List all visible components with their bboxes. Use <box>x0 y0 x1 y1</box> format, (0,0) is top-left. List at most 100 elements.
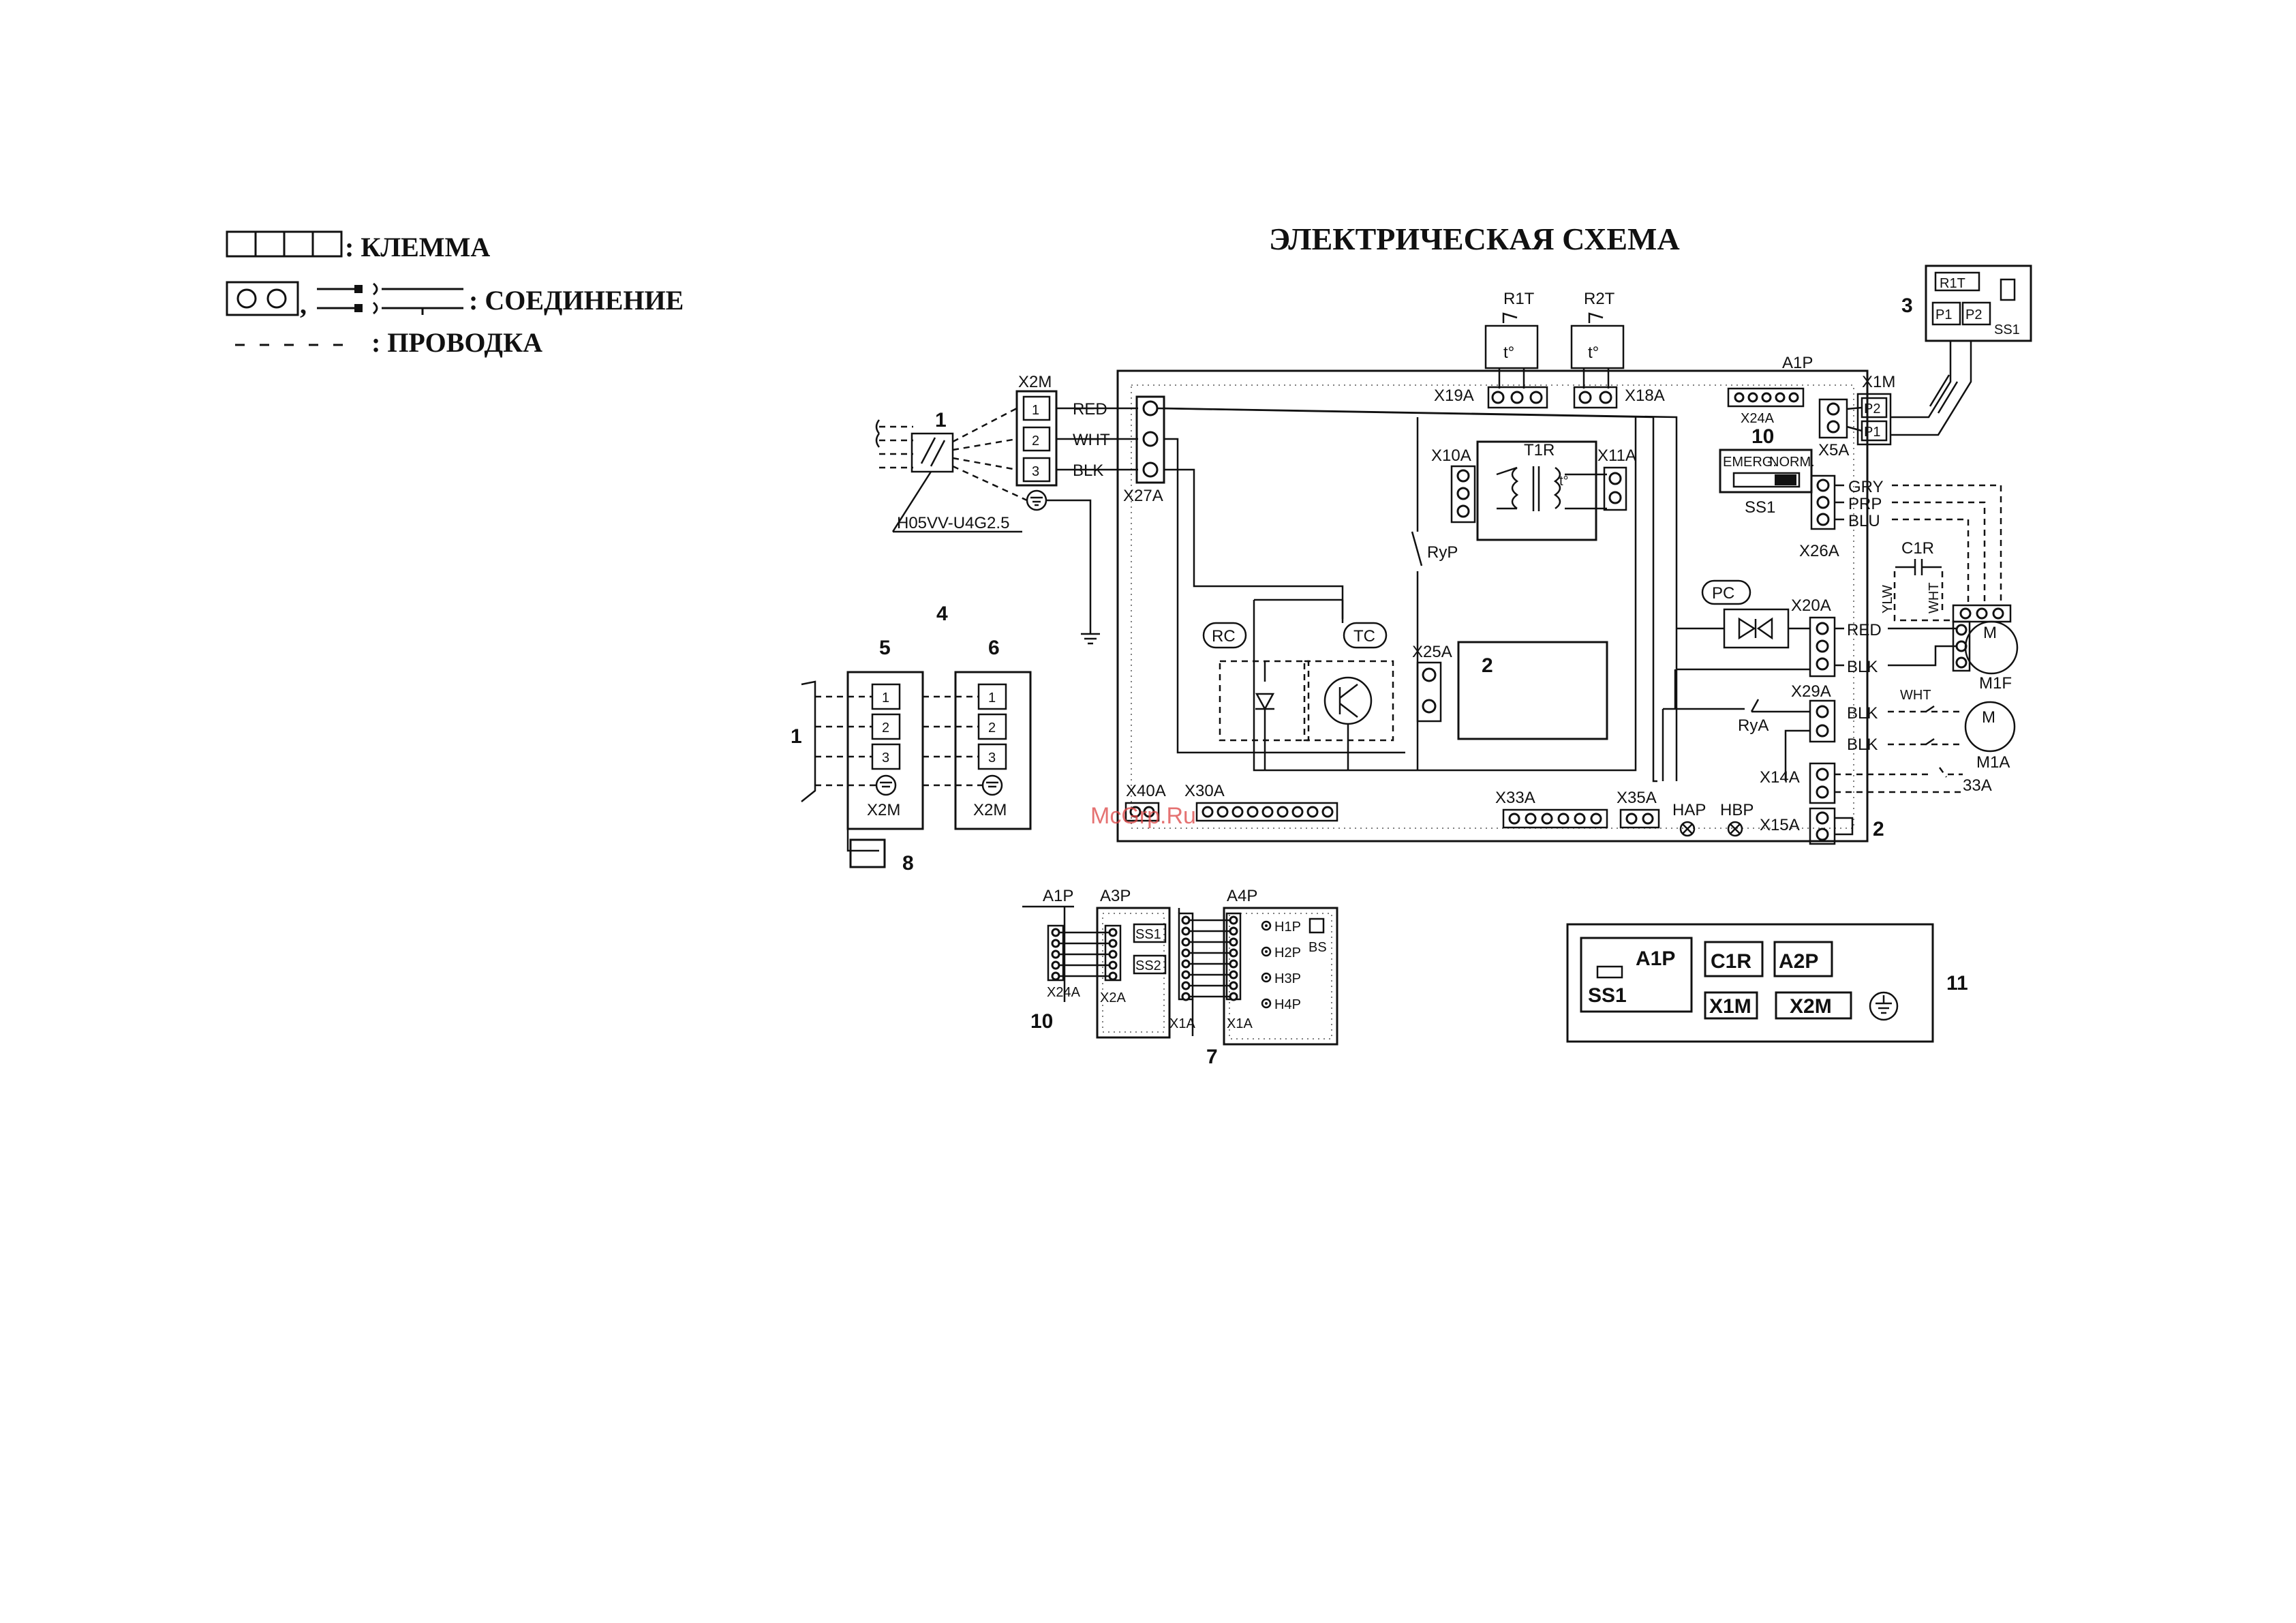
tb5-term-1: 1 <box>882 691 889 706</box>
m1f-m: M <box>1983 624 1997 642</box>
x35a-label: X35A <box>1617 789 1657 807</box>
emerg-label: EMERG. <box>1723 455 1777 470</box>
blu-label: BLU <box>1848 512 1880 530</box>
boards-h2p: H2P <box>1274 945 1301 960</box>
tb5-term-2: 2 <box>882 721 889 735</box>
tb6-x2m: X2M <box>973 801 1007 819</box>
boards-bs: BS <box>1308 940 1327 955</box>
boards-h1p: H1P <box>1274 920 1301 935</box>
boards-x2a: X2A <box>1100 990 1126 1005</box>
p2-label: P2 <box>1864 401 1880 416</box>
item-8-box <box>849 838 886 868</box>
boards-a3p: A3P <box>1100 887 1131 905</box>
connector-symbol: , <box>226 281 463 320</box>
r1t-t: t° <box>1503 344 1514 362</box>
remote-ss1: SS1 <box>1994 322 2020 337</box>
x29a-connector: X29A BLK BLK WHT <box>1791 682 1963 754</box>
board-a3p: A3P SS1 SS2 X2A <box>1059 887 1171 1039</box>
wire-wht: WHT <box>1073 431 1110 449</box>
m1a-wht: WHT <box>1900 688 1931 703</box>
power-cable: H05VV-U4G2.5 1 <box>875 407 1028 533</box>
x33a-connector: X33A <box>1495 789 1608 829</box>
terminal-block-5: 1 2 3 X2M <box>801 671 924 852</box>
thermistor-r2t: R2T t° <box>1570 290 1625 389</box>
a1p-label: A1P <box>1782 354 1813 372</box>
tc-label: TC <box>1353 627 1375 646</box>
earth-icon <box>1026 489 1047 511</box>
item-1-label: 1 <box>935 409 947 431</box>
led-hap: HAP <box>1672 801 1706 837</box>
tb6-term-3: 3 <box>988 750 996 765</box>
layout-c1r: C1R <box>1711 950 1751 973</box>
photocoupler-pc: PC <box>1677 579 1810 649</box>
x2m-term-3: 3 <box>1032 464 1039 479</box>
terminal-symbol <box>226 230 343 258</box>
x20a-blk: BLK <box>1847 658 1878 676</box>
item-1-side: 1 <box>791 725 802 748</box>
x35a-connector: X35A <box>1617 789 1660 829</box>
x11a-connector: X11A <box>1597 446 1636 511</box>
board-a4p: A4P X1A X1A H1P H2P H3P H4P BS <box>1169 887 1338 1046</box>
swing-motor-m1a: M M1A <box>1964 701 2016 772</box>
x18a-label: X18A <box>1625 386 1665 405</box>
boards-a4p: A4P <box>1227 887 1257 905</box>
hbp-label: HBP <box>1720 801 1754 819</box>
x25a-label: X25A <box>1412 643 1452 661</box>
x40a-label: X40A <box>1126 782 1166 800</box>
tb5-term-3: 3 <box>882 750 889 765</box>
x27a-connector: X27A <box>1123 395 1165 505</box>
x29a-label: X29A <box>1791 682 1831 701</box>
thermistor-r1t: R1T t° <box>1484 290 1539 389</box>
display-board <box>1457 641 1608 740</box>
boards-x1a-2: X1A <box>1227 1016 1253 1031</box>
layout-a2p: A2P <box>1779 950 1818 973</box>
s33a-label: 33A <box>1963 776 1992 795</box>
rc-label: RC <box>1212 627 1236 646</box>
boards-a1p: A1P <box>1043 887 1073 905</box>
ryp-label: RyP <box>1427 543 1458 562</box>
pc-label: PC <box>1712 584 1734 603</box>
layout-x2m: X2M <box>1790 995 1832 1018</box>
item-8-label: 8 <box>902 852 914 875</box>
x26a-label: X26A <box>1799 542 1839 560</box>
boards-ss1: SS1 <box>1135 927 1161 942</box>
x30a-connector: X30A <box>1184 782 1338 822</box>
x11a-label: X11A <box>1597 446 1636 465</box>
legend-wiring: : ПРОВОДКА <box>371 327 542 358</box>
ylw-label: YLW <box>1880 585 1895 613</box>
emergency-switch-ss1[interactable]: EMERG. NORM. SS1 <box>1719 449 1815 517</box>
tb5-x2m: X2M <box>867 801 900 819</box>
wht-c1r-label: WHT <box>1927 582 1942 613</box>
x2m-terminal-block: X2M 1 2 3 <box>1015 373 1058 511</box>
watermark: McGrp.Ru <box>1090 803 1196 829</box>
earth-icon <box>1869 991 1899 1021</box>
x1m-label: X1M <box>1862 373 1895 391</box>
remote-p2: P2 <box>1965 307 1982 322</box>
item-5-label: 5 <box>879 637 891 659</box>
r1t-label: R1T <box>1503 290 1535 308</box>
relay-rya: RyA <box>1662 669 1810 781</box>
x29a-blk-2: BLK <box>1847 735 1878 754</box>
t1r-label: T1R <box>1524 441 1555 459</box>
x27a-label: X27A <box>1123 487 1163 505</box>
x25a-connector: X25A <box>1412 643 1452 723</box>
item-7-label: 7 <box>1206 1046 1218 1068</box>
p1-label: P1 <box>1864 425 1880 440</box>
c1r-label: C1R <box>1901 539 1934 558</box>
x33a-label: X33A <box>1495 789 1535 807</box>
item-4-label: 4 <box>936 603 948 625</box>
earth-icon <box>981 774 1003 796</box>
diagram-title: ЭЛЕКТРИЧЕСКАЯ СХЕМА <box>1269 222 1680 256</box>
wire-red: RED <box>1073 400 1107 419</box>
item-2-x15a: 2 <box>1873 818 1884 840</box>
prp-label: PRP <box>1848 495 1882 513</box>
x10a-connector: X10A <box>1431 446 1476 524</box>
x2m-label: X2M <box>1018 373 1052 391</box>
relay-ryp: RyP <box>1411 417 1458 770</box>
x2m-term-1: 1 <box>1032 403 1039 418</box>
x40a-connector: X40A <box>1124 782 1166 822</box>
boards-ss2: SS2 <box>1135 958 1161 973</box>
layout-x1m: X1M <box>1709 995 1751 1018</box>
